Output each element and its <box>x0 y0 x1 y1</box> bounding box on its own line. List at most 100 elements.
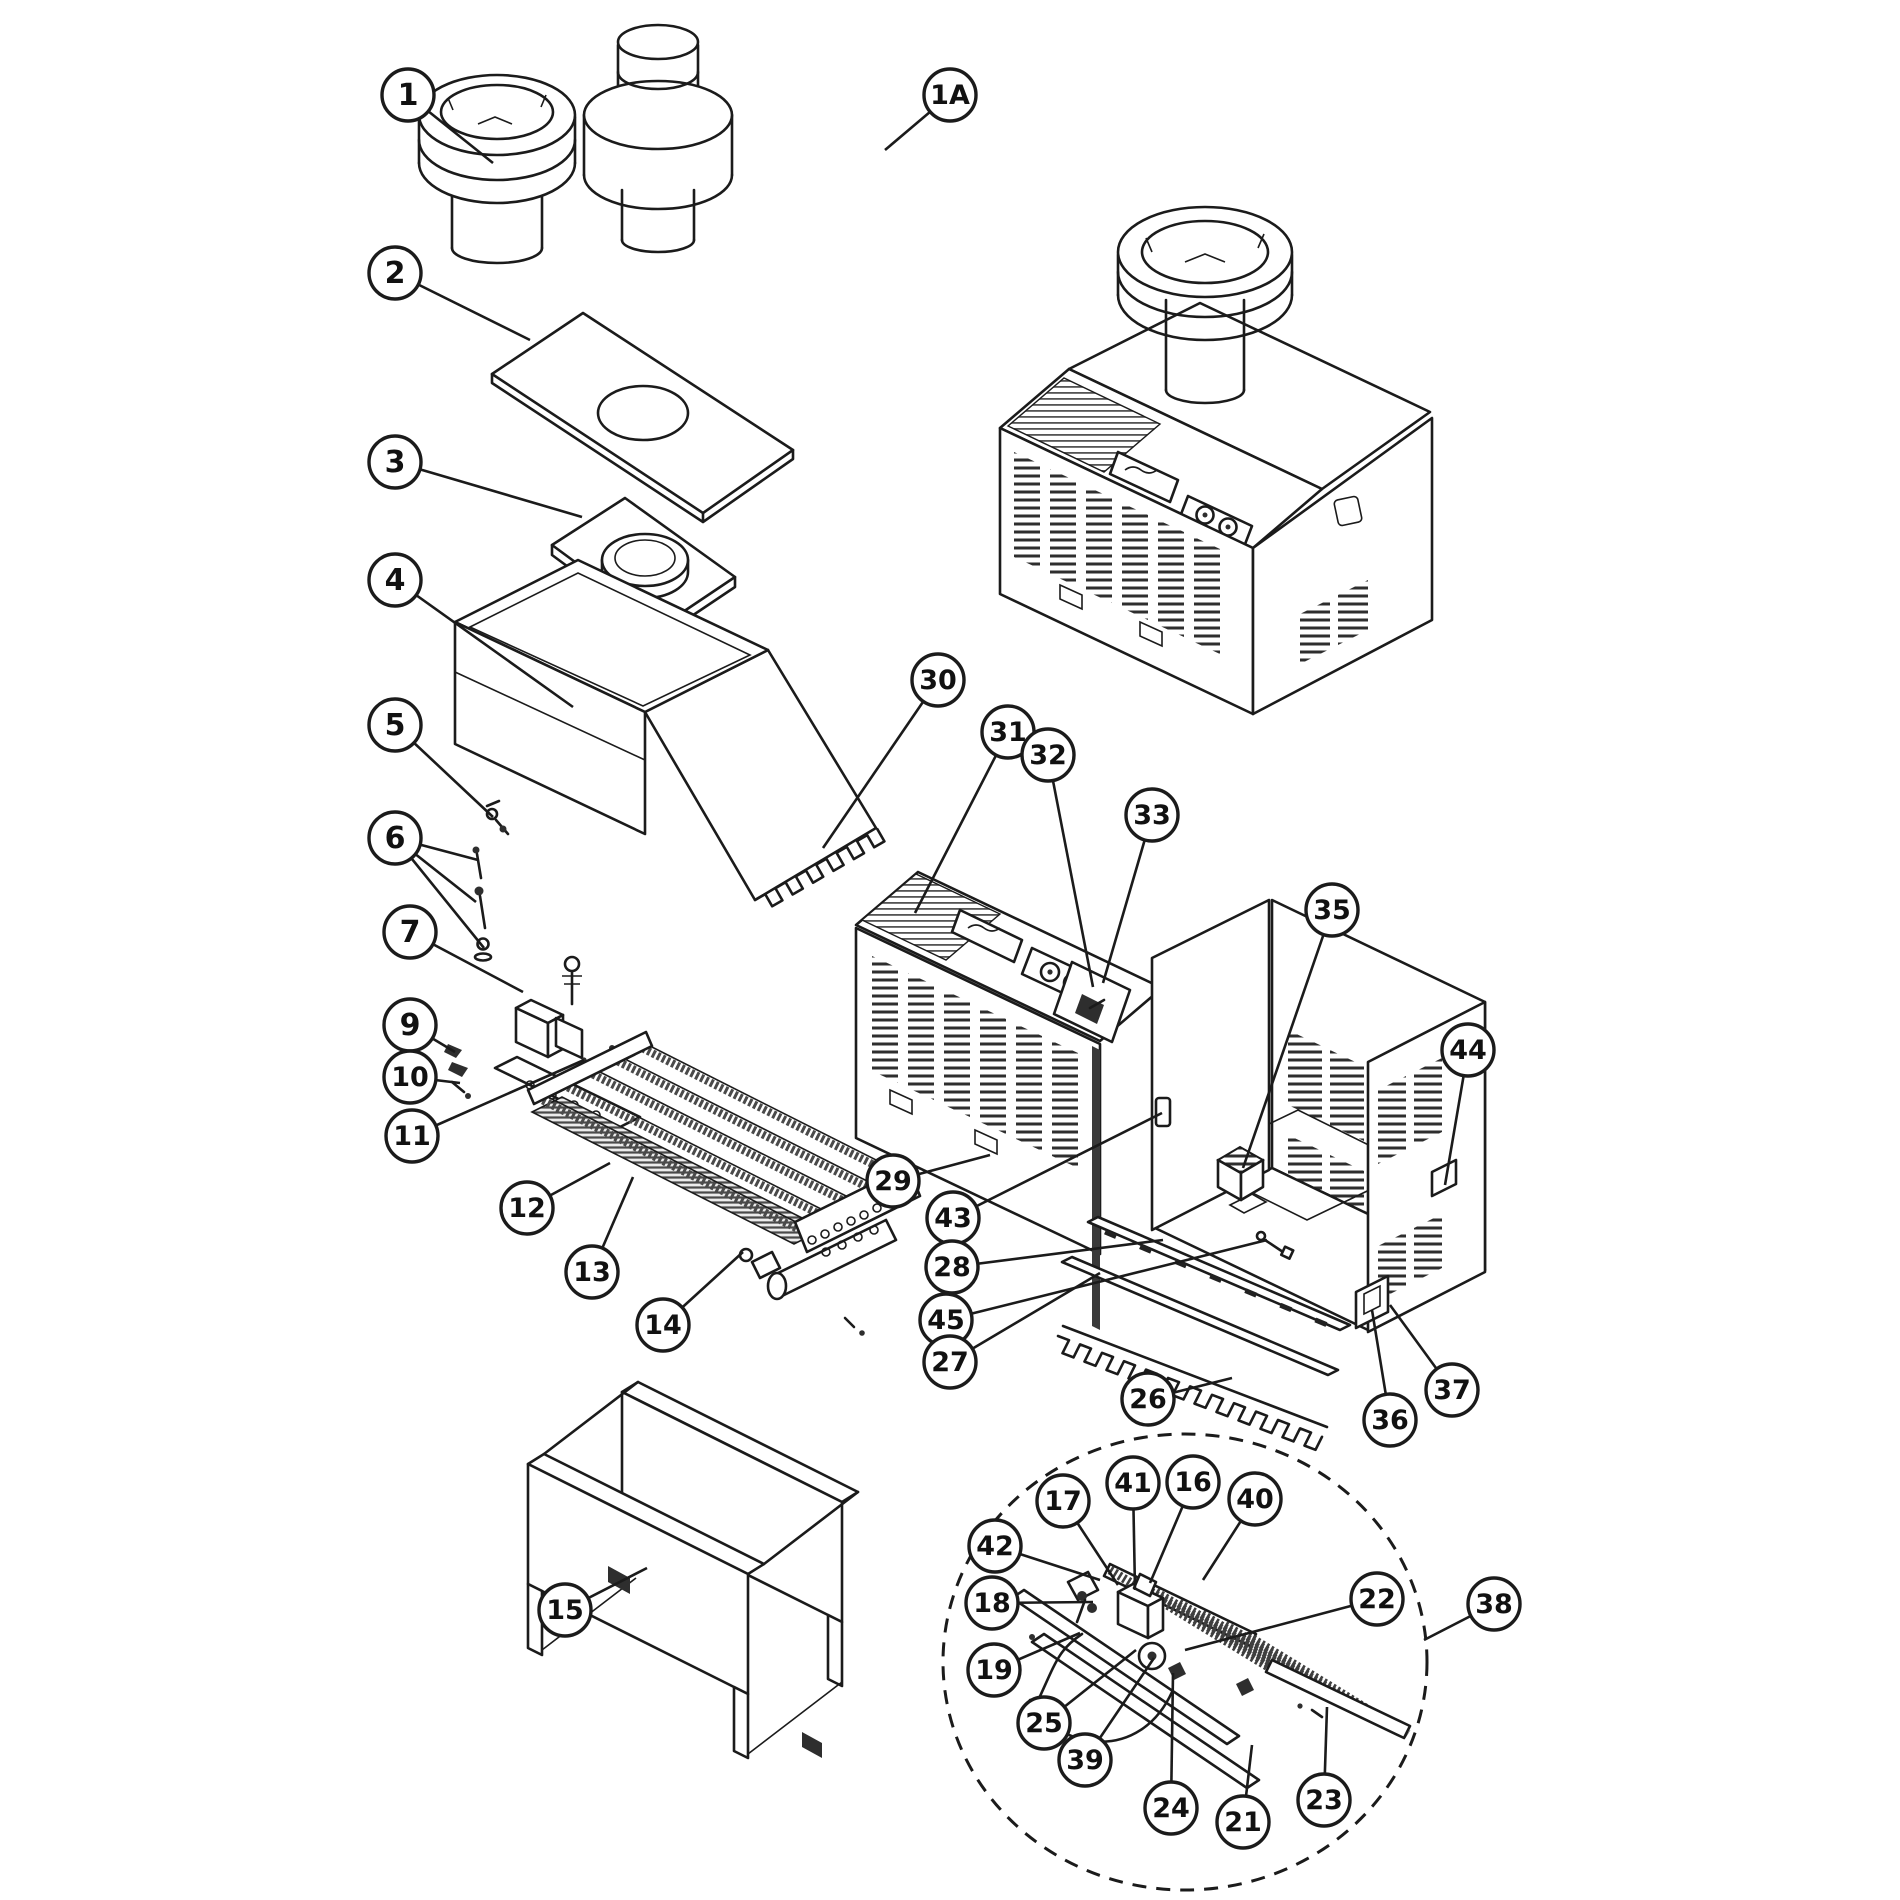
part-36-junction-box <box>1354 1274 1390 1330</box>
callout-30: 30 <box>821 652 966 849</box>
callout-1: 1 <box>380 67 494 165</box>
callout-33-label: 33 <box>1133 800 1171 831</box>
callout-45-label: 45 <box>927 1305 965 1336</box>
callout-41-label: 41 <box>1114 1468 1152 1499</box>
detail-front-rail <box>1264 1658 1412 1740</box>
callout-31: 31 <box>913 704 1036 914</box>
panel-rating-plate <box>950 908 1024 964</box>
callout-17-label: 17 <box>1044 1486 1082 1517</box>
part-4-flue-collector-drawing <box>453 558 886 908</box>
callout-10-circle <box>382 1049 438 1105</box>
callout-40-label: 40 <box>1236 1484 1274 1515</box>
callout-19-label: 19 <box>975 1655 1013 1686</box>
callout-18: 18 <box>964 1575 1094 1631</box>
callout-24-label: 24 <box>1152 1793 1190 1824</box>
part-9-10-pilot-fittings <box>444 1044 471 1099</box>
callout-39-label: 39 <box>1066 1745 1104 1776</box>
callout-28-leader <box>951 1238 1164 1269</box>
callout-32-circle <box>1020 727 1076 783</box>
callout-11: 11 <box>384 1058 585 1164</box>
callout-6-label: 6 <box>385 821 406 856</box>
callout-21: 21 <box>1215 1744 1271 1850</box>
callout-41-circle <box>1105 1455 1161 1511</box>
callout-24-circle <box>1143 1780 1199 1836</box>
callout-1A-circle <box>922 67 978 123</box>
heater-shell-drawing <box>1150 898 1487 1334</box>
callout-22-leader <box>1184 1597 1378 1652</box>
callout-5-circle <box>367 697 423 753</box>
callout-36-circle <box>1362 1392 1418 1448</box>
rails-and-baffle-drawing <box>1056 1215 1352 1452</box>
callout-27-circle <box>922 1334 978 1390</box>
callout-38: 38 <box>1423 1576 1522 1642</box>
callout-12-label: 12 <box>508 1193 546 1224</box>
assembled-heater-drawing <box>998 205 1434 716</box>
callout-27: 27 <box>922 1271 1101 1390</box>
callout-18-label: 18 <box>973 1588 1011 1619</box>
part-15-base-stand-drawing <box>526 1380 860 1760</box>
callout-33-circle <box>1124 787 1180 843</box>
heater-hood-louvers <box>1006 377 1162 473</box>
callout-5: 5 <box>367 697 494 818</box>
part-33-switch-plate-drawing <box>1052 960 1132 1044</box>
callout-25-label: 25 <box>1025 1708 1063 1739</box>
part-27-rail <box>1060 1255 1340 1377</box>
callout-35-circle <box>1304 882 1360 938</box>
callout-16: 16 <box>1148 1454 1221 1584</box>
callout-7-label: 7 <box>400 915 421 950</box>
burner-tray-detail-drawing <box>941 1432 1429 1892</box>
callout-29-label: 29 <box>874 1166 912 1197</box>
callout-29: 29 <box>865 1153 991 1209</box>
callout-11-label: 11 <box>393 1121 431 1152</box>
callout-7: 7 <box>382 904 524 994</box>
callout-14-circle <box>635 1297 691 1353</box>
callout-1-circle <box>380 67 436 123</box>
callout-30-leader <box>821 679 940 849</box>
callout-19: 19 <box>966 1631 1081 1698</box>
callout-13: 13 <box>564 1176 635 1300</box>
callout-15: 15 <box>537 1566 648 1638</box>
callout-35: 35 <box>1241 882 1360 1169</box>
callout-6-circle <box>367 810 423 866</box>
detail-lower-rail <box>1030 1632 1261 1790</box>
callout-35-leader <box>1241 909 1334 1169</box>
callout-1A-label: 1A <box>930 80 970 111</box>
part-35-bracket <box>1216 1145 1268 1214</box>
part-43-latch <box>1154 1096 1172 1128</box>
callout-4-circle <box>367 552 423 608</box>
callout-28-label: 28 <box>933 1252 971 1283</box>
callout-11-leader <box>411 1058 585 1138</box>
callout-10-label: 10 <box>391 1062 429 1093</box>
callout-42: 42 <box>967 1518 1101 1582</box>
part-26-baffle <box>1056 1334 1324 1452</box>
callout-23-circle <box>1296 1772 1352 1828</box>
callout-15-label: 15 <box>546 1595 584 1626</box>
callout-22-label: 22 <box>1358 1584 1396 1615</box>
part-5-fitting-drawing <box>485 799 510 836</box>
callout-38-circle <box>1466 1576 1522 1632</box>
part-1-vent-cap-drawing <box>417 73 577 265</box>
callout-4-leader <box>394 578 574 709</box>
callout-32-label: 32 <box>1029 740 1067 771</box>
callout-1-label: 1 <box>398 78 419 113</box>
part-30-drip-shield <box>753 827 886 908</box>
callout-43-leader <box>952 1111 1163 1220</box>
callout-21-circle <box>1215 1794 1271 1850</box>
callout-23: 23 <box>1296 1706 1352 1828</box>
callout-17: 17 <box>1035 1473 1120 1586</box>
part-13-exchanger-tubes <box>536 1042 902 1234</box>
heater-vent-neck <box>1164 298 1246 405</box>
callout-22-circle <box>1349 1571 1405 1627</box>
callout-36-label: 36 <box>1371 1405 1409 1436</box>
callout-9-label: 9 <box>400 1008 421 1043</box>
callout-4: 4 <box>367 552 574 709</box>
part-6-fasteners-drawing <box>472 846 493 962</box>
callout-4-label: 4 <box>385 563 406 598</box>
part-7-regulator-knob <box>563 955 581 973</box>
callout-44-circle <box>1440 1022 1496 1078</box>
callout-37-circle <box>1424 1362 1480 1418</box>
callout-17-circle <box>1035 1473 1091 1529</box>
